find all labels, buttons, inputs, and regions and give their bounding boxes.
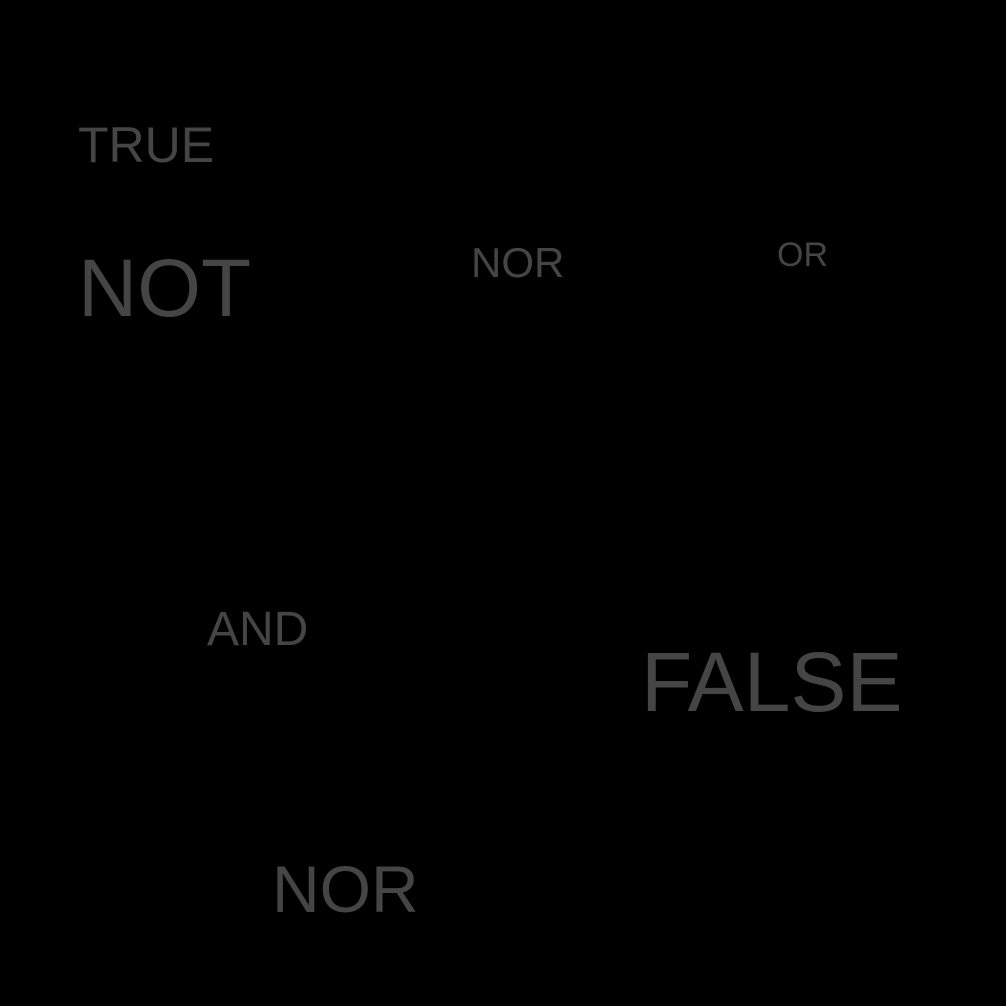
word-true: TRUE bbox=[78, 117, 215, 173]
word-false: FALSE bbox=[641, 635, 903, 729]
word-or: OR bbox=[777, 236, 828, 274]
word-nor-bottom: NOR bbox=[272, 852, 419, 926]
word-not: NOT bbox=[78, 243, 252, 334]
word-and: AND bbox=[207, 603, 309, 656]
word-nor-top: NOR bbox=[471, 239, 565, 286]
